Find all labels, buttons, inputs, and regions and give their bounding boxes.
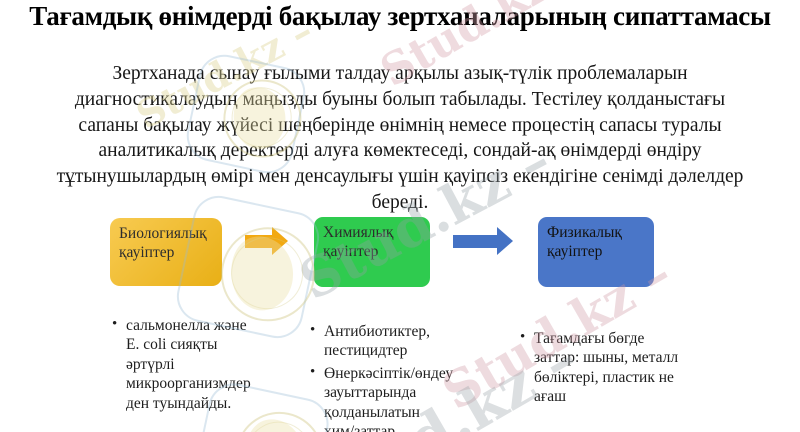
step-biological-hazards: Биологиялық қауіптер	[110, 218, 222, 286]
logo-leaf	[238, 413, 311, 432]
intro-line: диагностикалаудың маңызды буыны болып та…	[74, 88, 726, 110]
list-item: Антибиотиктер, пестицидтер	[308, 321, 480, 361]
step-label: Физикалық қауіптер	[547, 224, 622, 260]
logo-ring	[239, 415, 318, 432]
intro-line: аналитикалық деректерді алуға көмектесед…	[98, 140, 702, 162]
list-item: Өнеркәсіптік/өндеу зауыттарында қолданыл…	[308, 363, 480, 432]
intro-line: тұтынушылардың өмірі мен денсаулығы үшін…	[56, 166, 744, 188]
arrow-right-icon	[245, 227, 288, 255]
step-label: Биологиялық қауіптер	[119, 225, 207, 261]
intro-paragraph: Зертханада сынау ғылыми талдау арқылы аз…	[30, 61, 770, 216]
intro-line: сапаны бақылау жүйесі шеңберінде өнімнің…	[78, 114, 722, 136]
step-physical-hazards: Физикалық қауіптер	[538, 217, 654, 287]
intro-line: береді.	[371, 191, 429, 213]
list-item: Тағамдағы бөгде заттар: шыны, металл бөл…	[518, 328, 710, 407]
arrow-head	[272, 227, 288, 255]
step-label: Химиялық қауіптер	[323, 224, 394, 260]
list-item: сальмонелла және E. coli сияқты әртүрлі …	[110, 315, 268, 413]
list-chemical-hazards: Антибиотиктер, пестицидтерӨнеркәсіптік/ө…	[308, 321, 480, 432]
arrow-head	[497, 227, 513, 255]
arrow-right-icon	[453, 227, 513, 255]
step-chemical-hazards: Химиялық қауіптер	[314, 217, 430, 287]
list-physical-hazards: Тағамдағы бөгде заттар: шыны, металл бөл…	[518, 328, 710, 410]
page-title: Тағамдық өнімдерді бақылау зертханаларын…	[29, 1, 771, 31]
intro-line: Зертханада сынау ғылыми талдау арқылы аз…	[112, 63, 688, 84]
arrow-shaft	[453, 235, 497, 248]
list-biological-hazards: сальмонелла және E. coli сияқты әртүрлі …	[110, 315, 268, 416]
arrow-shaft	[245, 235, 272, 248]
